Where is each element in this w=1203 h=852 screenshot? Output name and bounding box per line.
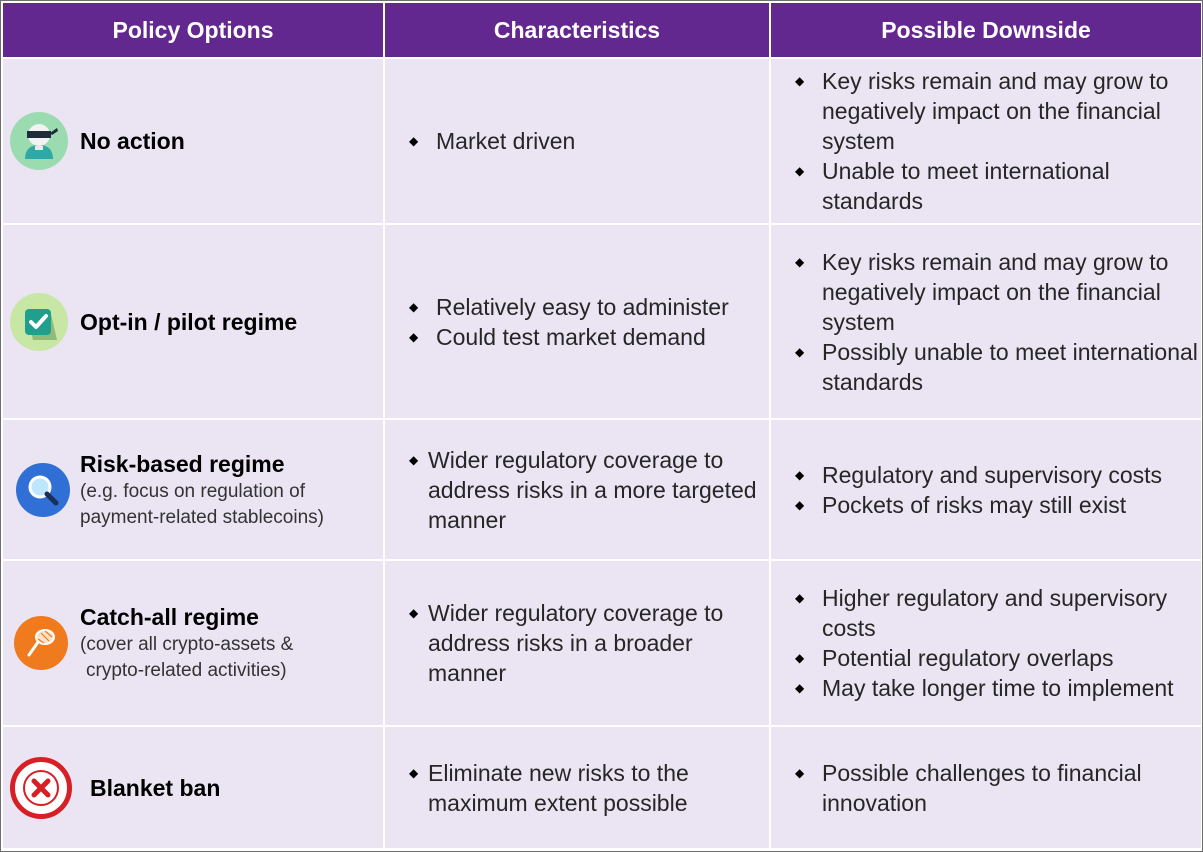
list-item: Could test market demand <box>386 322 768 352</box>
list-item: May take longer time to implement <box>772 673 1200 703</box>
catch-net-icon <box>14 616 68 670</box>
downside-cell: Higher regulatory and supervisory costs … <box>771 561 1201 727</box>
cross-mark-icon <box>10 756 72 819</box>
table-row: Risk-based regime (e.g. focus on regulat… <box>3 420 1201 561</box>
policy-option-name: No action <box>80 128 185 154</box>
list-item: Eliminate new risks to the maximum exten… <box>386 758 768 818</box>
policy-option-name: Opt-in / pilot regime <box>80 308 298 335</box>
downside-cell: Regulatory and supervisory costs Pockets… <box>771 420 1201 561</box>
list-item: Wider regulatory coverage to address ris… <box>386 598 768 688</box>
header-possible-downside: Possible Downside <box>771 3 1201 59</box>
list-item: Potential regulatory overlaps <box>772 643 1200 673</box>
characteristics-cell: Wider regulatory coverage to address ris… <box>385 561 771 727</box>
characteristics-cell: Wider regulatory coverage to address ris… <box>385 420 771 561</box>
downside-cell: Key risks remain and may grow to negativ… <box>771 225 1201 420</box>
downside-cell: Possible challenges to financial innovat… <box>771 727 1201 850</box>
table-row: Opt-in / pilot regime Relatively easy to… <box>3 225 1201 420</box>
characteristics-cell: Relatively easy to administer Could test… <box>385 225 771 420</box>
list-item: Pockets of risks may still exist <box>772 490 1200 520</box>
downside-cell: Key risks remain and may grow to negativ… <box>771 59 1201 225</box>
policy-option-cell: No action <box>3 59 385 225</box>
list-item: Regulatory and supervisory costs <box>772 460 1200 490</box>
policy-option-note: (e.g. focus on regulation of <box>80 480 305 502</box>
characteristics-cell: Eliminate new risks to the maximum exten… <box>385 727 771 850</box>
policy-options-table: Policy Options Characteristics Possible … <box>3 3 1201 850</box>
policy-option-note: payment-related stablecoins) <box>80 506 324 528</box>
magnifier-icon <box>16 462 70 517</box>
characteristics-cell: Market driven <box>385 59 771 225</box>
policy-option-note: (cover all crypto-assets & <box>80 634 294 655</box>
list-item: Key risks remain and may grow to negativ… <box>772 247 1200 337</box>
policy-option-note: crypto-related activities) <box>86 660 287 681</box>
list-item: Possible challenges to financial innovat… <box>772 758 1200 818</box>
policy-option-name: Blanket ban <box>90 774 221 801</box>
policy-option-cell: Risk-based regime (e.g. focus on regulat… <box>3 420 385 561</box>
header-policy-options: Policy Options <box>3 3 385 59</box>
list-item: Higher regulatory and supervisory costs <box>772 583 1200 643</box>
list-item: Unable to meet international standards <box>772 156 1200 216</box>
list-item: Market driven <box>386 126 768 156</box>
list-item: Possibly unable to meet international st… <box>772 337 1200 397</box>
table-row: No action Market driven Key risks remain… <box>3 59 1201 225</box>
list-item: Relatively easy to administer <box>386 292 768 322</box>
policy-option-cell: Opt-in / pilot regime <box>3 225 385 420</box>
blindfold-head-icon <box>10 112 68 170</box>
policy-option-cell: Catch-all regime (cover all crypto-asset… <box>3 561 385 727</box>
policy-option-name: Catch-all regime <box>80 604 259 630</box>
table-row: Blanket ban Eliminate new risks to the m… <box>3 727 1201 850</box>
list-item: Wider regulatory coverage to address ris… <box>386 445 768 535</box>
checkbox-icon <box>10 292 68 351</box>
table-row: Catch-all regime (cover all crypto-asset… <box>3 561 1201 727</box>
policy-option-cell: Blanket ban <box>3 727 385 850</box>
list-item: Key risks remain and may grow to negativ… <box>772 66 1200 156</box>
header-characteristics: Characteristics <box>385 3 771 59</box>
policy-option-name: Risk-based regime <box>80 450 285 477</box>
